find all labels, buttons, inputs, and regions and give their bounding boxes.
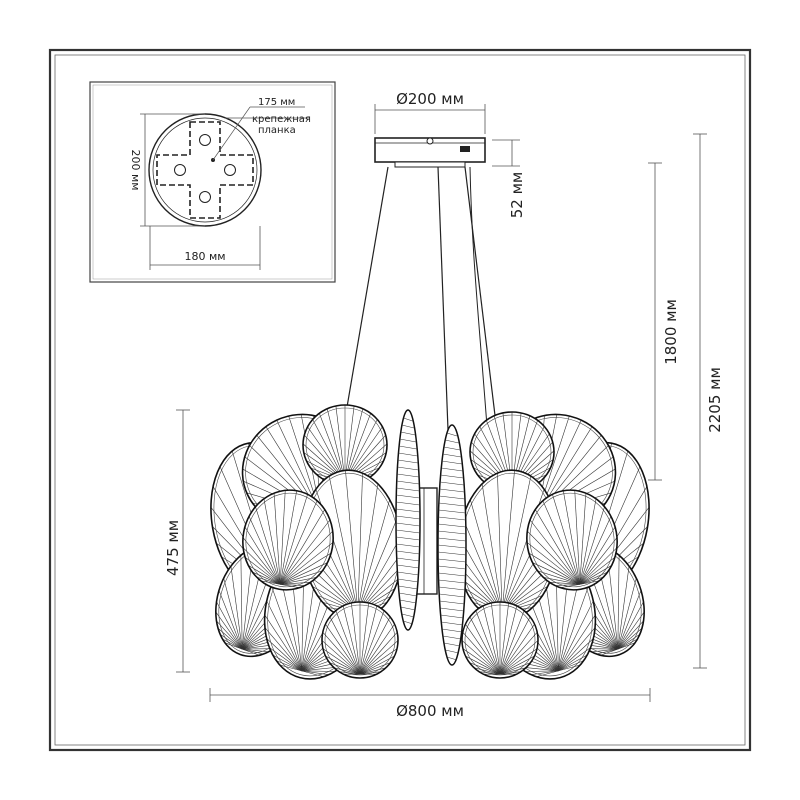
center-petal (395, 409, 421, 631)
petal (321, 601, 399, 679)
canopy-circle-outer (148, 113, 262, 227)
screw-hole-top (199, 134, 211, 146)
canopy-height-label: 52 мм (508, 172, 526, 219)
canopy-diameter-dimension: Ø200 мм (374, 90, 486, 134)
canopy-screw-icon (426, 137, 434, 145)
screw-hole-bottom (199, 191, 211, 203)
suspension-cables (339, 166, 498, 449)
inset-label-200: 200 мм (129, 149, 142, 190)
drawing-frame (48, 48, 752, 752)
cable-length-label: 1800 мм (662, 299, 680, 365)
total-height-label: 2205 мм (706, 367, 724, 433)
canopy-height-dimension: 52 мм (492, 139, 526, 219)
canopy-connector-icon (460, 146, 470, 152)
inset-label-mount-1: крепежная (252, 114, 311, 125)
inset-label-180: 180 мм (184, 250, 225, 263)
inset-label-mount-2: планка (258, 125, 296, 136)
shade-diameter-label: Ø800 мм (396, 702, 464, 720)
inset-label-175: 175 мм (258, 97, 295, 108)
screw-hole-right (224, 164, 236, 176)
screw-hole-left (174, 164, 186, 176)
shade-height-label: 475 мм (164, 520, 182, 576)
center-petals (395, 409, 467, 666)
shade-diameter-dimension: Ø800 мм (209, 688, 651, 720)
total-height-dimension: 2205 мм (693, 133, 724, 669)
shade-height-dimension: 475 мм (164, 409, 190, 673)
center-petal (437, 424, 467, 666)
mounting-plate-inset: 175 мм крепежная планка 200 мм 180 мм (89, 81, 336, 283)
mounting-bar-cross (156, 121, 254, 219)
ceiling-canopy (374, 137, 486, 168)
cable-length-dimension: 1800 мм (648, 162, 680, 481)
canopy-diameter-label: Ø200 мм (396, 90, 464, 108)
canopy-circle-inner (152, 117, 258, 223)
